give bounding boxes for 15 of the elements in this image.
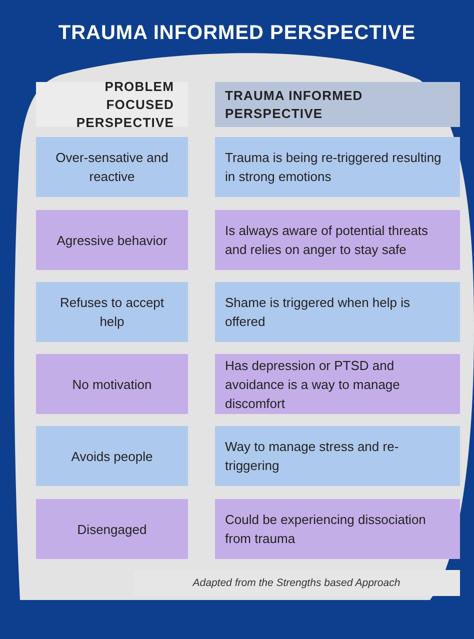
interpretation-cell: Way to manage stress and re-triggering bbox=[215, 426, 460, 486]
interpretation-cell: Shame is triggered when help is offered bbox=[215, 282, 460, 342]
interpretation-cell: Has depression or PTSD and avoidance is a way to manage discomfort bbox=[215, 354, 460, 414]
interpretation-cell: Is always aware of potential threats and relies on anger to stay safe bbox=[215, 210, 460, 270]
interpretation-cell: Trauma is being re-triggered resulting in strong emotions bbox=[215, 137, 460, 197]
title: TRAUMA INFORMED PERSPECTIVE bbox=[57, 22, 417, 45]
column-header: TRAUMA INFORMED PERSPECTIVE bbox=[215, 82, 460, 127]
interpretation-cell: Could be experiencing dissociation from trauma bbox=[215, 499, 460, 559]
behavior-cell: No motivation bbox=[36, 354, 188, 414]
behavior-cell: Over-sensative and reactive bbox=[36, 137, 188, 197]
behavior-cell: Refuses to accept help bbox=[36, 282, 188, 342]
behavior-cell: Agressive behavior bbox=[36, 210, 188, 270]
column-header: PROBLEM FOCUSED PERSPECTIVE bbox=[36, 82, 188, 127]
behavior-cell: Disengaged bbox=[36, 499, 188, 559]
behavior-cell: Avoids people bbox=[36, 426, 188, 486]
